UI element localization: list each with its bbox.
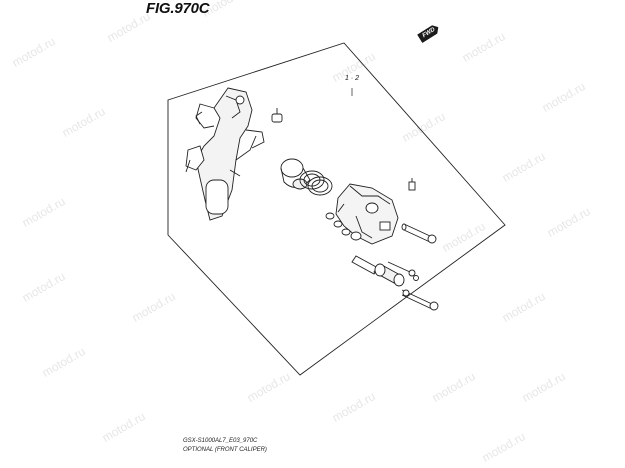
bleeder-plug <box>408 178 416 191</box>
caliper-piston <box>280 158 311 190</box>
pad-pin-bolt <box>401 289 439 311</box>
assembly-boundary <box>167 42 506 376</box>
caption-model-code: GSX-S1000AL7_E03_970C <box>183 438 258 444</box>
small-washer <box>413 275 419 281</box>
bleeder-screw <box>271 108 283 123</box>
washer-cluster <box>325 212 362 241</box>
assembly-reference-label: 1 · 2 <box>345 75 360 82</box>
caption-description: OPTIONAL (FRONT CALIPER) <box>183 447 267 453</box>
slide-pin <box>351 255 416 287</box>
piston-seal <box>299 170 333 196</box>
figure-title: FIG.970C <box>146 0 210 17</box>
caliper-bracket <box>185 87 265 221</box>
caliper-housing <box>335 183 399 245</box>
mounting-bolt <box>401 223 437 244</box>
